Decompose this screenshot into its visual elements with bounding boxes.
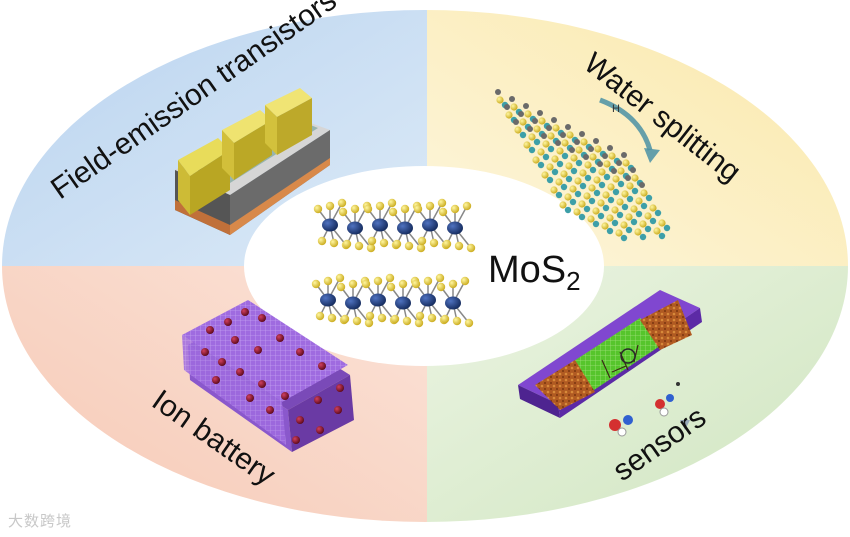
center-title-subscript: 2 <box>566 266 580 296</box>
center-title-main: MoS <box>488 249 566 291</box>
watermark: 大数跨境 <box>8 510 72 531</box>
svg-text:H: H <box>612 103 620 115</box>
